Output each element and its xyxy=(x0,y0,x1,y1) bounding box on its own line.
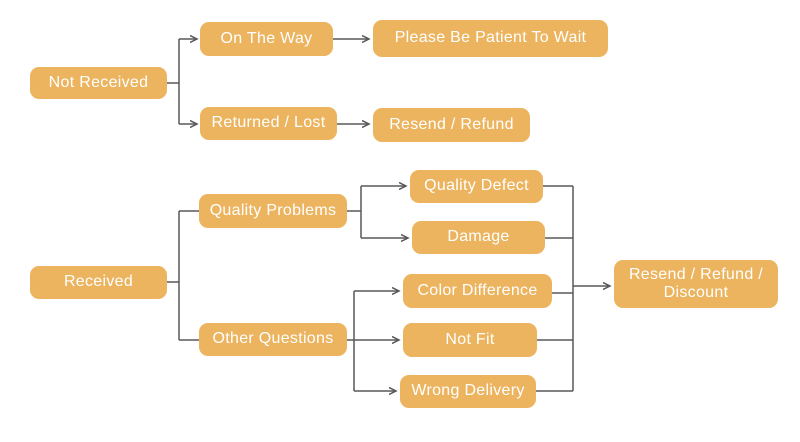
node-not-received: Not Received xyxy=(30,67,167,99)
node-not-fit: Not Fit xyxy=(403,323,537,357)
node-on-the-way: On The Way xyxy=(200,22,333,56)
node-returned-lost: Returned / Lost xyxy=(200,107,337,140)
node-damage: Damage xyxy=(412,221,545,254)
node-resend-refund: Resend / Refund xyxy=(373,108,530,142)
node-color-difference: Color Difference xyxy=(403,274,552,308)
node-resend-refund-discount: Resend / Refund / Discount xyxy=(614,260,778,308)
node-wrong-delivery: Wrong Delivery xyxy=(400,375,536,408)
node-other-questions: Other Questions xyxy=(199,323,347,356)
node-quality-problems: Quality Problems xyxy=(199,194,347,228)
node-quality-defect: Quality Defect xyxy=(410,170,543,203)
node-please-be-patient: Please Be Patient To Wait xyxy=(373,20,608,57)
node-received: Received xyxy=(30,266,167,299)
